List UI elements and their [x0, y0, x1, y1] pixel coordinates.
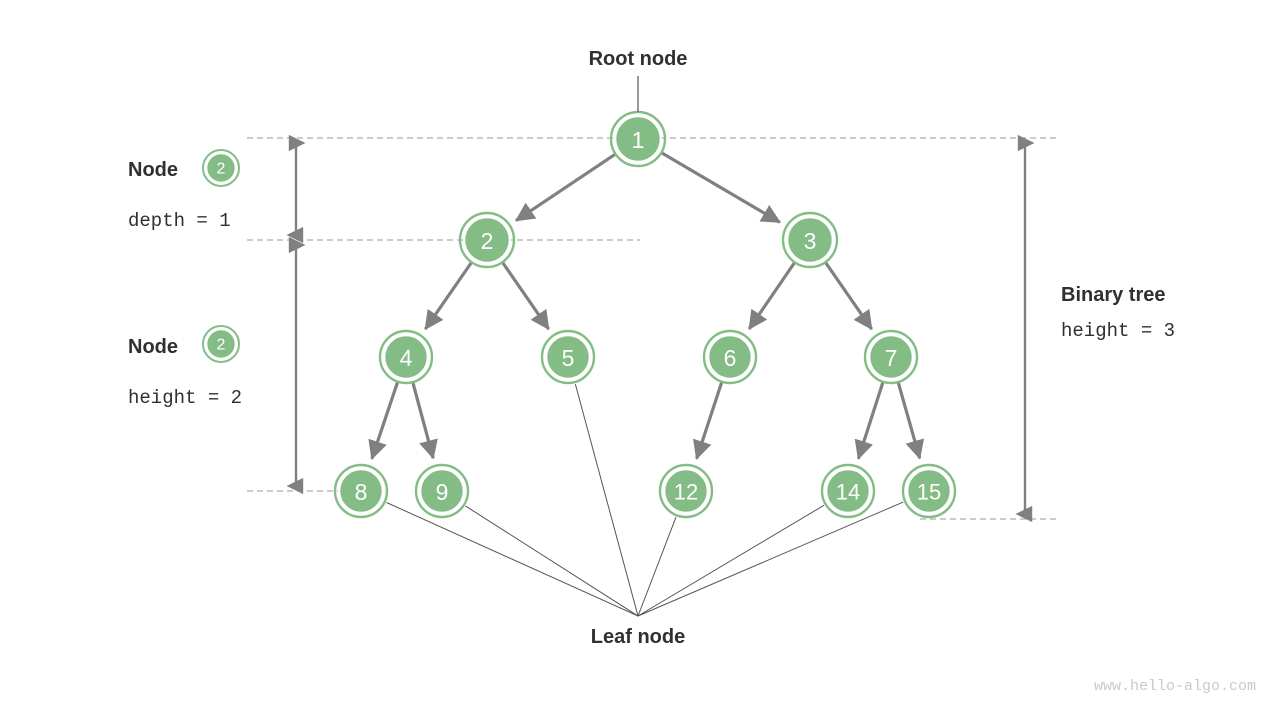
edge-n1-n2 [515, 153, 616, 222]
node-body [545, 334, 591, 380]
badge-body [205, 328, 237, 360]
badge-body [205, 152, 237, 184]
node-outer-ring [901, 463, 957, 519]
node-value: 3 [804, 228, 817, 254]
leaf-pointer-n12 [637, 516, 677, 617]
tree-node-3[interactable]: 3 [781, 211, 839, 269]
annotation-binary-tree-height: Binary tree height = 3 [1061, 284, 1175, 342]
tree-annotation-title: Binary tree [1061, 284, 1166, 306]
annotation-code: depth = 1 [128, 210, 231, 232]
edge-n7-n14 [854, 382, 885, 460]
badge-value: 2 [217, 337, 226, 354]
edge-n1-n3 [661, 151, 781, 224]
node-body [338, 468, 384, 514]
annotations: Node 2 depth = 1 Node 2 height = 2 Binary tree… [128, 149, 1175, 409]
annotation-node-height: Node 2 height = 2 [128, 325, 242, 409]
leaf-pointer-n8 [386, 502, 639, 617]
node-value: 14 [836, 480, 860, 505]
node-outer-ring [781, 211, 839, 269]
node-outer-ring [333, 463, 389, 519]
node-value: 9 [436, 479, 449, 505]
tree-edges [368, 151, 925, 460]
node-body [786, 216, 834, 264]
node-outer-ring [820, 463, 876, 519]
tree-node-4[interactable]: 4 [378, 329, 434, 385]
node-value: 6 [724, 345, 737, 371]
tree-node-2[interactable]: 2 [458, 211, 516, 269]
leaf-pointer-lines [386, 383, 904, 617]
tree-node-5[interactable]: 5 [540, 329, 596, 385]
node-value: 2 [481, 228, 494, 254]
node-outer-ring [458, 211, 516, 269]
node-body [463, 216, 511, 264]
node-value: 5 [562, 345, 575, 371]
node-body [825, 468, 871, 514]
node-value: 15 [917, 480, 941, 505]
leaf-pointer-n14 [637, 504, 825, 617]
node-body [419, 468, 465, 514]
node-outer-ring [658, 463, 714, 519]
annotation-title: Node [128, 336, 178, 358]
tree-node-15[interactable]: 15 [901, 463, 957, 519]
node-outer-ring [378, 329, 434, 385]
annotation-node-depth: Node 2 depth = 1 [128, 149, 240, 232]
tree-node-12[interactable]: 12 [658, 463, 714, 519]
node-body [906, 468, 952, 514]
edge-n2-n4 [424, 262, 473, 331]
node-body [383, 334, 429, 380]
node-body [614, 115, 662, 163]
edge-n3-n6 [747, 262, 796, 330]
leaf-node-label: Leaf node [591, 626, 685, 648]
node-value: 4 [400, 345, 413, 371]
edge-n7-n15 [896, 382, 925, 460]
node-body [868, 334, 914, 380]
edge-n2-n5 [501, 262, 550, 331]
node-body [707, 334, 753, 380]
tree-node-14[interactable]: 14 [820, 463, 876, 519]
tree-node-7[interactable]: 7 [863, 329, 919, 385]
edge-n6-n12 [693, 382, 724, 460]
tree-node-1[interactable]: 1 [609, 110, 667, 168]
badge-value: 2 [217, 161, 226, 178]
edge-n3-n7 [824, 262, 873, 331]
leaf-pointer-n5 [574, 383, 639, 617]
node-value: 12 [674, 480, 698, 505]
tree-annotation-code: height = 3 [1061, 320, 1175, 342]
node-value: 8 [355, 479, 368, 505]
node-outer-ring [863, 329, 919, 385]
dimension-arrows [286, 134, 1035, 523]
leaf-pointer-n15 [637, 501, 904, 617]
node-outer-ring [702, 329, 758, 385]
node-outer-ring [414, 463, 470, 519]
annotation-title: Node [128, 159, 178, 181]
badge-outer-ring [202, 149, 240, 187]
tree-node-8[interactable]: 8 [333, 463, 389, 519]
edge-n4-n8 [368, 382, 399, 460]
guide-lines [247, 137, 1056, 520]
node-body [663, 468, 709, 514]
badge-outer-ring [202, 325, 240, 363]
annotation-code: height = 2 [128, 387, 242, 409]
node-outer-ring [540, 329, 596, 385]
node-value: 7 [885, 345, 898, 371]
leaf-pointer-n9 [465, 505, 639, 617]
node-value: 1 [632, 127, 645, 153]
root-node-label: Root node [589, 48, 688, 70]
tree-node-6[interactable]: 6 [702, 329, 758, 385]
edge-n4-n9 [411, 382, 438, 460]
tree-node-9[interactable]: 9 [414, 463, 470, 519]
watermark-text: www.hello-algo.com [1094, 678, 1256, 695]
